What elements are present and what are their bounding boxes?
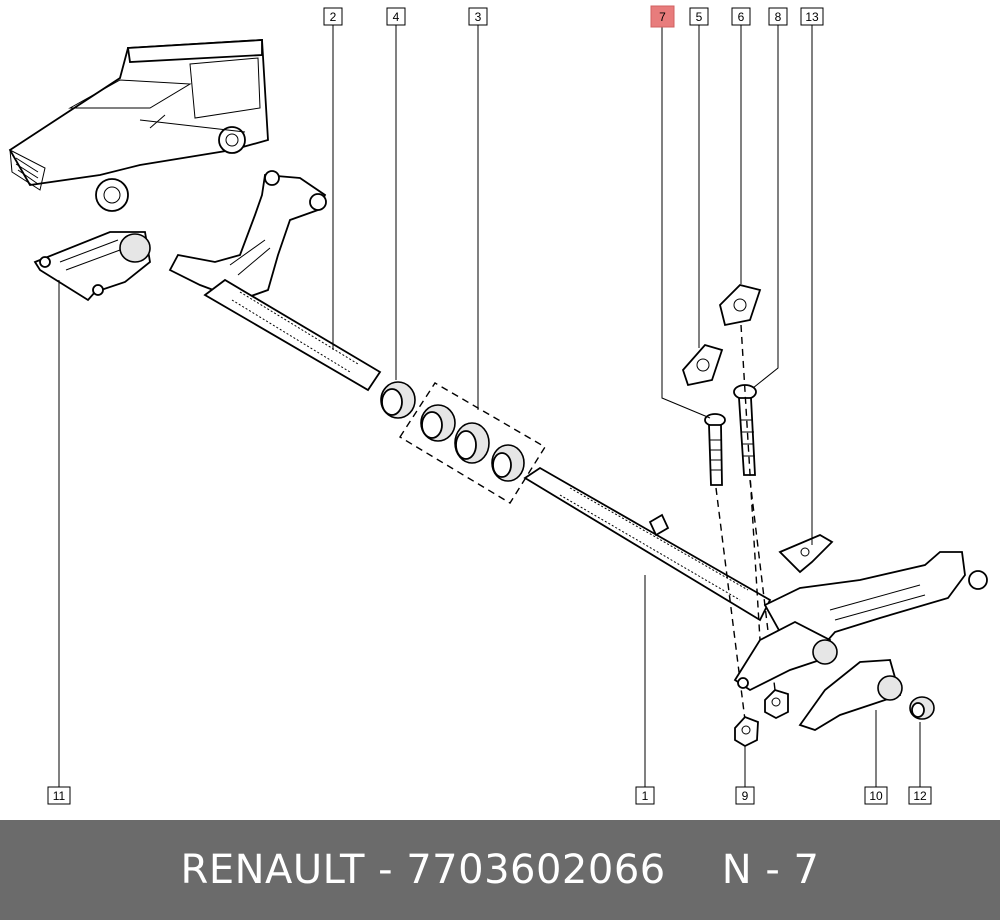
- callout-13: 13: [800, 7, 824, 26]
- left-axle-tube: [203, 278, 382, 392]
- part-number-footer: RENAULT - 7703602066 N - 7: [0, 820, 1000, 920]
- callout-6: 6: [731, 7, 751, 26]
- callout-label: 4: [393, 10, 400, 24]
- left-trailing-arm: [168, 170, 327, 301]
- brand-part-number: RENAULT - 7703602066: [180, 847, 666, 893]
- callout-8: 8: [768, 7, 788, 26]
- callout-12: 12: [908, 786, 932, 805]
- van-illustration: [8, 39, 269, 212]
- diagram-reference: N - 7: [721, 847, 820, 893]
- bushing-part-4: [380, 381, 416, 419]
- callout-4: 4: [386, 7, 406, 26]
- exploded-parts-diagram: 2 4 3 7 5 6 8 13 11 1 9 10: [8, 5, 988, 805]
- clip-part-13: [778, 533, 834, 574]
- callout-label: 11: [53, 789, 66, 803]
- mount-part-10: [798, 659, 903, 731]
- callout-label: 7: [659, 10, 666, 24]
- callout-label: 2: [330, 10, 337, 24]
- cap-part-12: [909, 696, 935, 720]
- callout-label: 3: [475, 10, 482, 24]
- callout-11: 11: [47, 786, 71, 805]
- callout-label: 1: [642, 789, 649, 803]
- callout-9: 9: [735, 786, 755, 805]
- callout-2: 2: [323, 7, 343, 26]
- nut-part-9: [734, 715, 759, 748]
- callout-label: 9: [742, 789, 749, 803]
- plate-part-6: [719, 284, 762, 327]
- right-axle-tube: [523, 466, 772, 622]
- callout-1: 1: [635, 786, 655, 805]
- nut-right-bracket: [764, 688, 789, 720]
- callout-label: 13: [805, 10, 819, 24]
- plate-part-5: [681, 343, 724, 387]
- callout-10: 10: [864, 786, 888, 805]
- bushing-set-part-3: [399, 382, 546, 504]
- left-bracket: [33, 231, 151, 302]
- callout-5: 5: [689, 7, 709, 26]
- callout-label: 8: [775, 10, 782, 24]
- right-bracket: [733, 620, 838, 692]
- callout-3: 3: [468, 7, 488, 26]
- callout-label: 10: [869, 789, 883, 803]
- callout-label: 5: [696, 10, 703, 24]
- bolt-part-7: [704, 413, 726, 486]
- callout-label: 12: [913, 789, 927, 803]
- callout-label: 6: [738, 10, 745, 24]
- callout-7-highlighted: 7: [650, 5, 675, 28]
- leader-lines: [58, 25, 921, 787]
